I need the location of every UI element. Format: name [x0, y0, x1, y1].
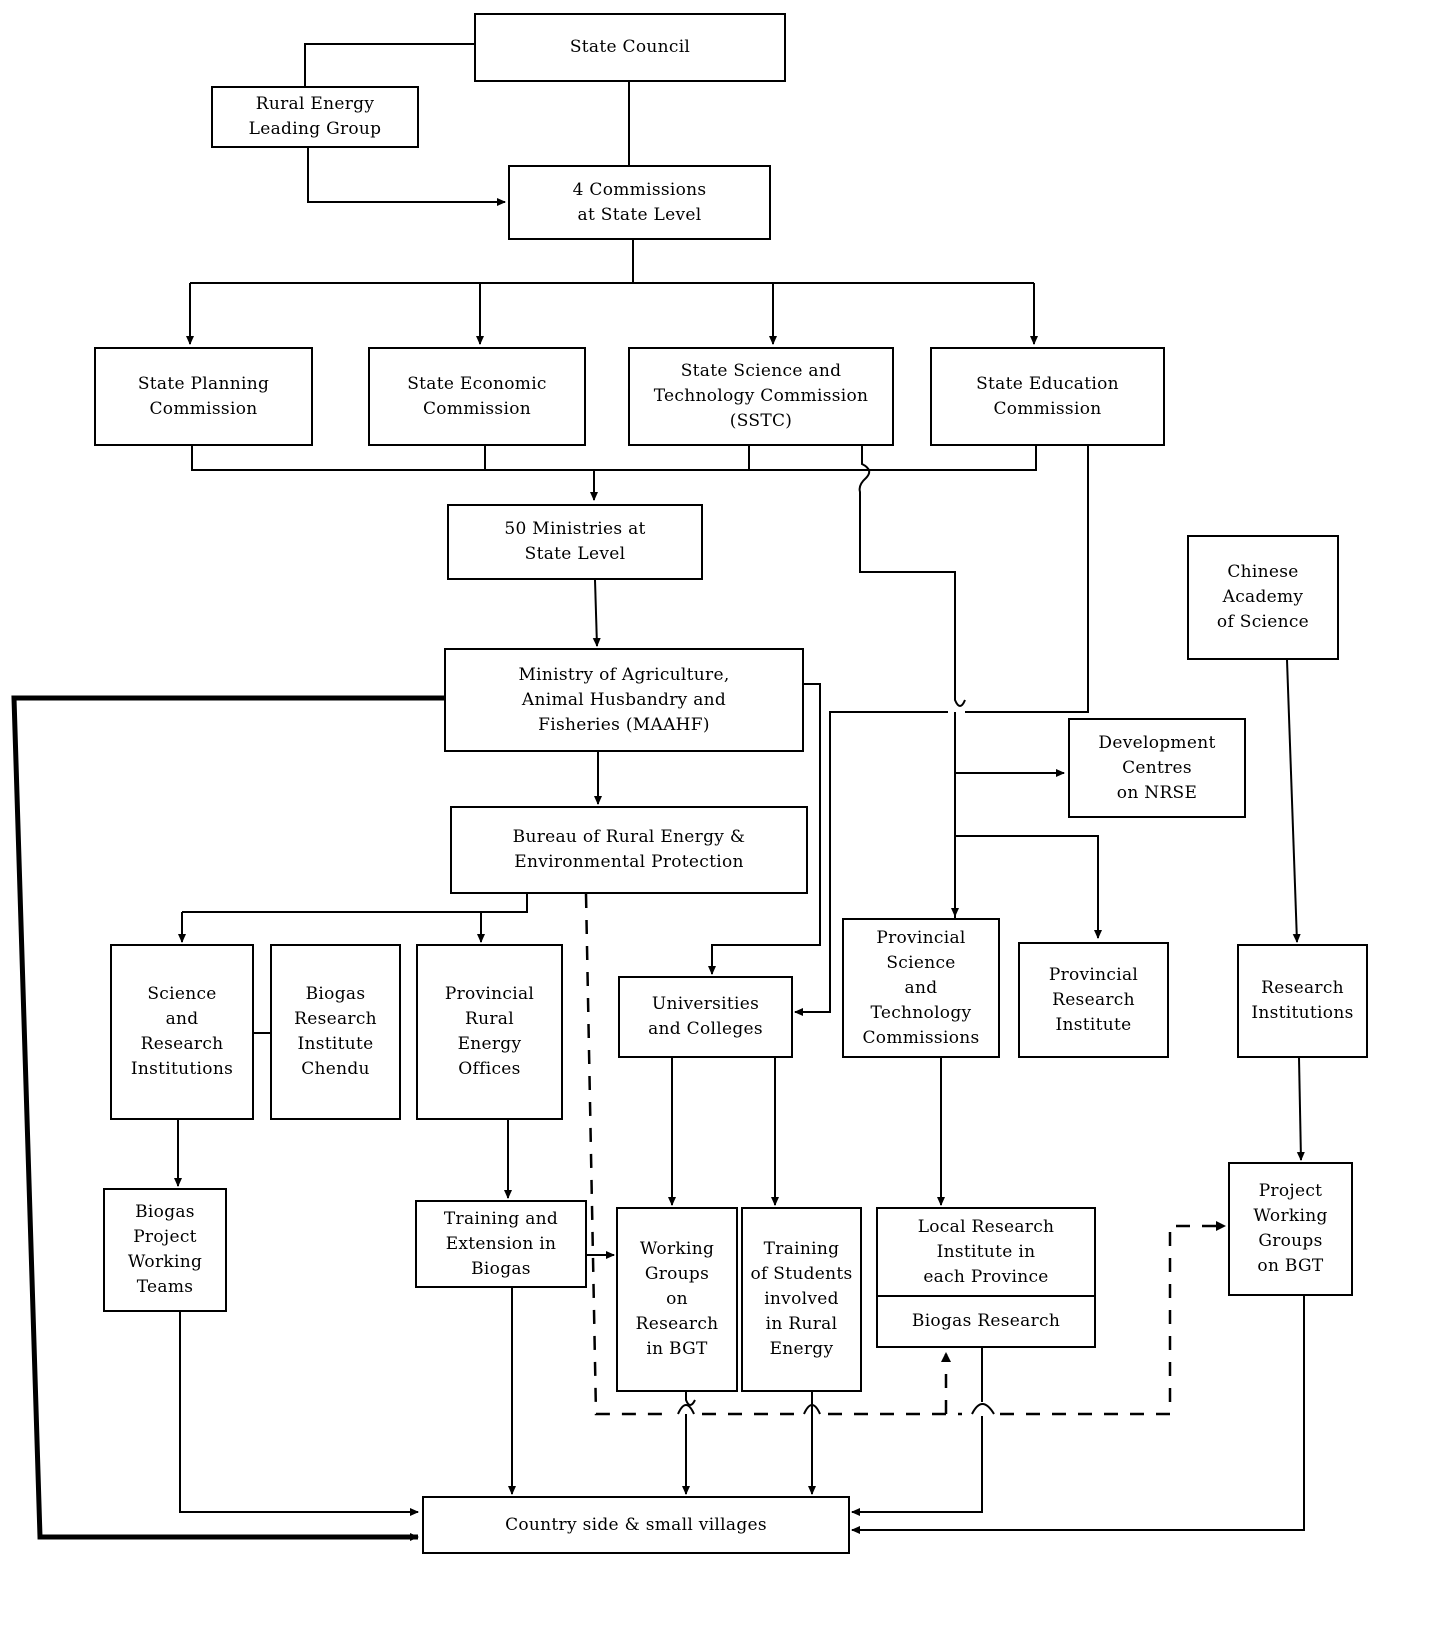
- node-training-students: Training of Students involved in Rural E…: [741, 1207, 862, 1392]
- connector-working-groups-to-countryside: [686, 1392, 696, 1494]
- connector-project-groups-to-countryside: [851, 1296, 1305, 1534]
- node-label: Biogas Research: [911, 1311, 1061, 1331]
- connector-research-to-project-groups: [1296, 1057, 1305, 1161]
- connector-biogas-teams-to-countryside: [179, 1312, 419, 1516]
- connector-commissions-bus: [190, 240, 1034, 284]
- node-label: 4 Commissions at State Level: [572, 179, 707, 225]
- connector-leading-group-to-commissions: [307, 148, 506, 206]
- node-label: Project Working Groups on BGT: [1253, 1181, 1328, 1276]
- node-provincial-rural-energy-offices: Provincial Rural Energy Offices: [416, 944, 563, 1120]
- node-local-research-institute: Local Research Institute in each Provinc…: [876, 1207, 1096, 1348]
- node-universities-colleges: Universities and Colleges: [618, 976, 793, 1058]
- node-biogas-project-working-teams: Biogas Project Working Teams: [103, 1188, 227, 1312]
- node-state-planning-commission: State Planning Commission: [94, 347, 313, 446]
- connector-education-to-universities: [794, 711, 948, 1016]
- node-label: Chinese Academy of Science: [1216, 562, 1310, 632]
- node-label: Country side & small villages: [505, 1514, 767, 1535]
- local-research-bottom-section: Biogas Research: [878, 1297, 1094, 1346]
- hop-working-groups: [677, 1404, 695, 1415]
- node-label: Training of Students involved in Rural E…: [750, 1239, 853, 1359]
- connector-local-research-to-countryside: [852, 1348, 983, 1512]
- node-maahf: Ministry of Agriculture, Animal Husbandr…: [444, 648, 804, 752]
- dashed-arrowhead-project: [1216, 1221, 1226, 1231]
- node-provincial-research-institute: Provincial Research Institute: [1018, 942, 1169, 1058]
- connector-bureau-bus: [182, 894, 528, 913]
- node-label: State Education Commission: [976, 373, 1119, 419]
- node-label: State Science and Technology Commission …: [653, 361, 869, 431]
- node-label: Provincial Rural Energy Offices: [444, 984, 535, 1079]
- node-chinese-academy-of-science: Chinese Academy of Science: [1187, 535, 1339, 660]
- dashed-arrowhead-local: [941, 1352, 951, 1362]
- node-state-council: State Council: [474, 13, 786, 82]
- node-label: Universities and Colleges: [648, 994, 763, 1039]
- node-label: Science and Research Institutions: [130, 984, 234, 1079]
- node-research-institutions: Research Institutions: [1237, 944, 1368, 1058]
- node-label: Biogas Project Working Teams: [127, 1202, 203, 1297]
- node-label: Ministry of Agriculture, Animal Husbandr…: [518, 664, 730, 735]
- node-four-commissions: 4 Commissions at State Level: [508, 165, 771, 240]
- node-sstc: State Science and Technology Commission …: [628, 347, 894, 446]
- hop-local-research: [971, 1403, 995, 1415]
- node-label: State Economic Commission: [407, 373, 547, 419]
- node-project-working-groups-bgt: Project Working Groups on BGT: [1228, 1162, 1353, 1296]
- connector-sstc-down: [858, 446, 966, 707]
- connector-sstc-branch: [955, 835, 1102, 939]
- connector-maahf-to-countryside: [11, 695, 444, 1541]
- node-state-economic-commission: State Economic Commission: [368, 347, 586, 446]
- connector-maahf-to-universities: [708, 683, 821, 975]
- node-fifty-ministries: 50 Ministries at State Level: [447, 504, 703, 580]
- node-provincial-sci-tech-commissions: Provincial Science and Technology Commis…: [842, 918, 1000, 1058]
- local-research-top-section: Local Research Institute in each Provinc…: [878, 1209, 1094, 1297]
- node-label: Research Institutions: [1251, 978, 1354, 1023]
- connector-academy-to-research-inst: [1286, 659, 1301, 943]
- node-biogas-research-chendu: Biogas Research Institute Chendu: [270, 944, 401, 1120]
- connector-commissions-join: [191, 446, 1037, 471]
- node-bureau-rural-energy: Bureau of Rural Energy & Environmental P…: [450, 806, 808, 894]
- node-label: Provincial Research Institute: [1048, 964, 1139, 1035]
- node-label: State Planning Commission: [137, 373, 270, 419]
- node-rural-energy-leading-group: Rural Energy Leading Group: [211, 86, 419, 148]
- node-state-education-commission: State Education Commission: [930, 347, 1165, 446]
- node-label: Local Research Institute in each Provinc…: [917, 1216, 1055, 1287]
- node-label: State Council: [569, 37, 691, 57]
- connector-ministries-to-maahf: [592, 579, 601, 647]
- node-label: Bureau of Rural Energy & Environmental P…: [512, 827, 746, 872]
- node-science-research-institutions: Science and Research Institutions: [110, 944, 254, 1120]
- node-development-centres: Development Centres on NRSE: [1068, 718, 1246, 818]
- node-label: Working Groups on Research in BGT: [635, 1239, 719, 1359]
- node-label: Rural Energy Leading Group: [248, 94, 382, 139]
- node-countryside-villages: Country side & small villages: [422, 1496, 850, 1554]
- node-label: Biogas Research Institute Chendu: [294, 984, 377, 1079]
- connector-leading-group-to-state-council: [304, 40, 491, 86]
- node-label: Provincial Science and Technology Commis…: [862, 927, 980, 1048]
- node-label: Development Centres on NRSE: [1098, 732, 1216, 803]
- connector-education-down: [965, 446, 1089, 713]
- node-label: 50 Ministries at State Level: [504, 519, 646, 564]
- node-working-groups-bgt: Working Groups on Research in BGT: [616, 1207, 738, 1392]
- node-training-extension-biogas: Training and Extension in Biogas: [415, 1200, 587, 1288]
- dashed-bureau-feedback: [584, 893, 1222, 1416]
- node-label: Training and Extension in Biogas: [443, 1208, 559, 1279]
- hop-students: [803, 1404, 821, 1415]
